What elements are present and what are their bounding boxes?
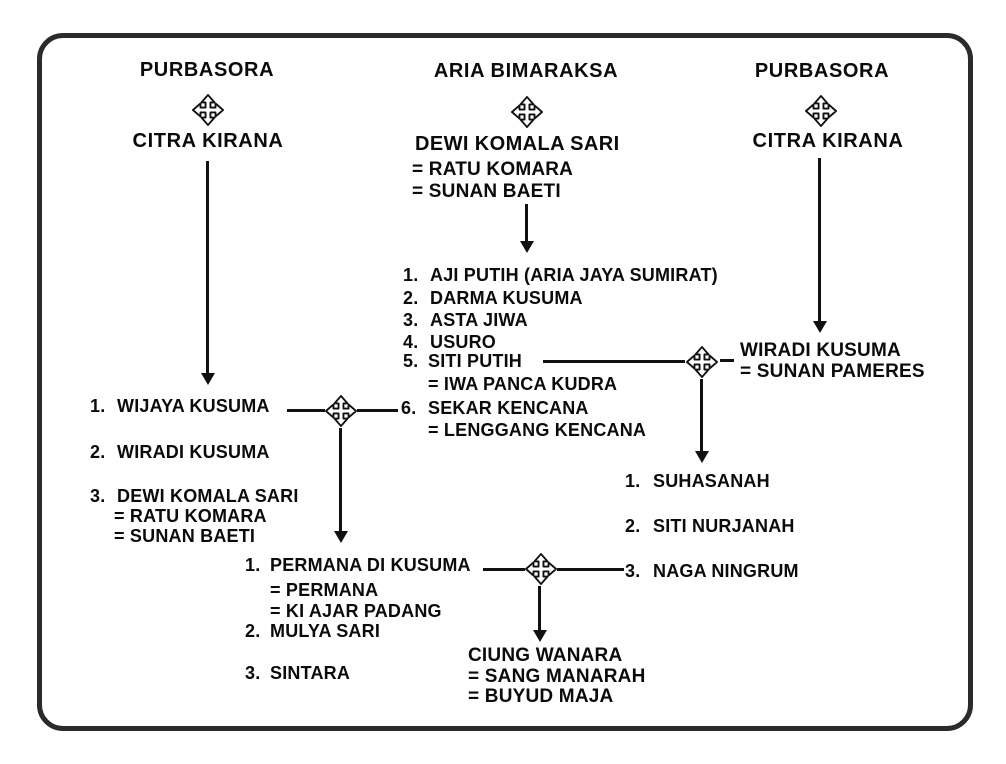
item-number: 1. xyxy=(90,396,106,416)
person-alias: = IWA PANCA KUDRA xyxy=(428,374,618,394)
descent-arrow-right xyxy=(818,158,821,321)
middle-parent2-label: DEWI KOMALA SARI xyxy=(415,133,620,155)
item-number: 2. xyxy=(403,288,419,308)
connector-dash-wiradi xyxy=(720,359,734,362)
person-name: SINTARA xyxy=(270,663,351,683)
list-item: 3. DEWI KOMALA SARI xyxy=(90,486,299,507)
person-name: SITI NURJANAH xyxy=(653,516,795,536)
person-alias: = RATU KOMARA xyxy=(114,506,267,526)
person-name: PERMANA DI KUSUMA xyxy=(270,555,471,575)
list-item: 2. MULYA SARI xyxy=(245,621,380,642)
person-name: NAGA NINGRUM xyxy=(653,561,799,581)
item-number: 1. xyxy=(245,555,261,575)
connector-line-naga xyxy=(557,568,624,571)
left-parent2-label: CITRA KIRANA xyxy=(132,130,284,152)
person-alias: = LENGGANG KENCANA xyxy=(428,420,647,440)
marriage-icon xyxy=(685,345,719,379)
item-number: 6. xyxy=(401,398,417,418)
connector-line-permana xyxy=(483,568,525,571)
grandchild-alias: = SANG MANARAH xyxy=(468,666,646,687)
item-number: 3. xyxy=(245,663,261,683)
item-number: 3. xyxy=(625,561,641,581)
list-item: 1. PERMANA DI KUSUMA xyxy=(245,555,471,576)
person-name: SUHASANAH xyxy=(653,471,770,491)
item-number: 1. xyxy=(625,471,641,491)
descent-arrow-wijaya-sekar xyxy=(339,428,342,531)
spouse-name: WIRADI KUSUMA xyxy=(740,340,901,361)
list-item: 2. DARMA KUSUMA xyxy=(403,288,583,309)
person-name: AJI PUTIH (ARIA JAYA SUMIRAT) xyxy=(430,265,718,285)
list-item: 1. SUHASANAH xyxy=(625,471,770,492)
descent-arrow-siti-wiradi xyxy=(700,379,703,451)
connector-line-siti-putih xyxy=(543,360,685,363)
person-name: SEKAR KENCANA xyxy=(428,398,589,418)
marriage-icon xyxy=(804,95,838,127)
list-item: 1. WIJAYA KUSUMA xyxy=(90,396,270,417)
middle-parent2-alias: = SUNAN BAETI xyxy=(412,181,561,202)
person-name: MULYA SARI xyxy=(270,621,381,641)
list-item: 3. SINTARA xyxy=(245,663,350,684)
person-name: WIRADI KUSUMA xyxy=(117,442,270,462)
marriage-icon xyxy=(524,552,558,586)
connector-line-wijaya xyxy=(287,409,325,412)
person-alias: = KI AJAR PADANG xyxy=(270,601,442,621)
item-number: 4. xyxy=(403,332,419,352)
descent-arrow-left xyxy=(206,161,209,373)
person-name: ASTA JIWA xyxy=(430,310,528,330)
item-number: 1. xyxy=(403,265,419,285)
item-number: 5. xyxy=(403,351,419,371)
list-item: 3. ASTA JIWA xyxy=(403,310,528,331)
left-parent1-label: PURBASORA xyxy=(139,59,275,81)
right-parent1-label: PURBASORA xyxy=(754,60,890,82)
item-number: 2. xyxy=(90,442,106,462)
list-item: 2. SITI NURJANAH xyxy=(625,516,795,537)
item-number: 3. xyxy=(403,310,419,330)
person-name: USURO xyxy=(430,332,497,352)
descent-arrow-permana-naga xyxy=(538,586,541,630)
connector-line-sekar xyxy=(357,409,398,412)
item-number: 2. xyxy=(625,516,641,536)
list-item: 5. SITI PUTIH xyxy=(403,351,522,372)
list-item: 3. NAGA NINGRUM xyxy=(625,561,799,582)
list-item: 6. SEKAR KENCANA xyxy=(401,398,589,419)
person-name: SITI PUTIH xyxy=(428,351,523,371)
right-parent2-label: CITRA KIRANA xyxy=(752,130,904,152)
list-item: 4. USURO xyxy=(403,332,496,353)
person-name: WIJAYA KUSUMA xyxy=(117,396,270,416)
marriage-icon xyxy=(324,394,358,428)
item-number: 3. xyxy=(90,486,106,506)
person-name: DARMA KUSUMA xyxy=(430,288,583,308)
person-name: DEWI KOMALA SARI xyxy=(117,486,299,506)
item-number: 2. xyxy=(245,621,261,641)
person-alias: = PERMANA xyxy=(270,580,379,600)
grandchild-alias: = BUYUD MAJA xyxy=(468,686,614,707)
list-item: 2. WIRADI KUSUMA xyxy=(90,442,270,463)
middle-parent2-alias: = RATU KOMARA xyxy=(412,159,574,180)
diagram-border xyxy=(37,33,973,731)
marriage-icon xyxy=(192,94,224,126)
spouse-alias: = SUNAN PAMERES xyxy=(740,361,925,382)
person-alias: = SUNAN BAETI xyxy=(114,526,256,546)
middle-parent1-label: ARIA BIMARAKSA xyxy=(433,60,619,82)
list-item: 1. AJI PUTIH (ARIA JAYA SUMIRAT) xyxy=(403,265,718,286)
descent-arrow-middle xyxy=(525,204,528,241)
grandchild-name: CIUNG WANARA xyxy=(468,645,623,666)
marriage-icon xyxy=(510,96,544,128)
